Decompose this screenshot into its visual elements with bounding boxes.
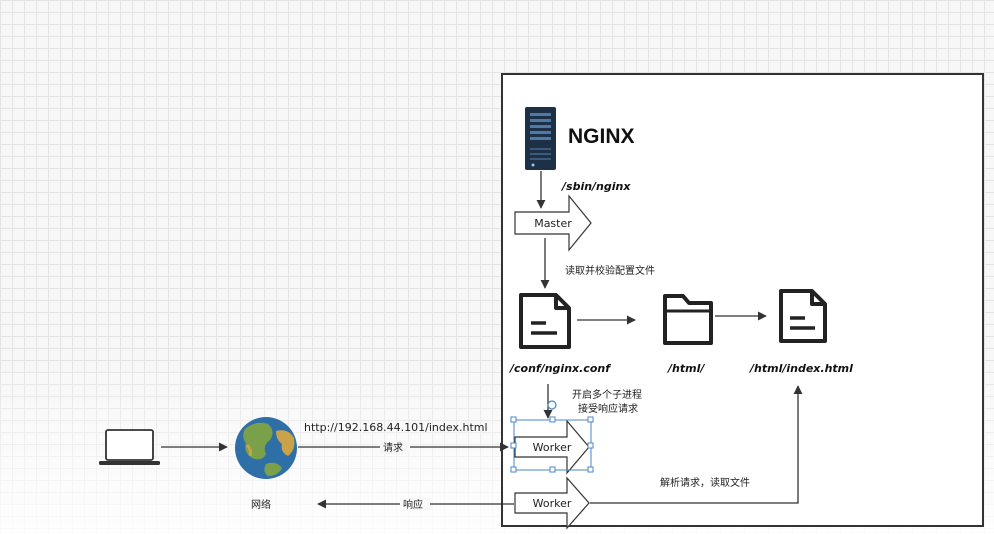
html-folder-icon bbox=[663, 294, 713, 345]
spawn-label-line1: 开启多个子进程 bbox=[572, 388, 642, 401]
read-config-label: 读取并校验配置文件 bbox=[565, 264, 655, 277]
sbin-path-label: /sbin/nginx bbox=[560, 180, 631, 193]
worker-label-1: Worker bbox=[533, 441, 572, 454]
globe-icon bbox=[235, 417, 297, 479]
request-label: 请求 bbox=[383, 441, 403, 454]
spawn-label-line2: 接受响应请求 bbox=[578, 402, 638, 415]
worker-process-shape-1[interactable]: Worker bbox=[514, 419, 590, 475]
nginx-logo: NGINX bbox=[568, 125, 635, 148]
network-label: 网络 bbox=[251, 498, 271, 511]
worker-label-2: Worker bbox=[533, 497, 572, 510]
request-url-label: http://192.168.44.101/index.html bbox=[304, 421, 488, 434]
request-label-bg bbox=[380, 441, 410, 454]
laptop-icon bbox=[99, 429, 160, 465]
selection-handles[interactable] bbox=[510, 400, 594, 473]
worker-process-shape-2: Worker bbox=[514, 476, 590, 530]
index-document-icon bbox=[779, 289, 827, 343]
master-process-shape: Master bbox=[514, 194, 592, 252]
html-dir-label: /html/ bbox=[666, 362, 705, 375]
parse-read-label: 解析请求，读取文件 bbox=[660, 476, 750, 489]
response-label-bg bbox=[400, 498, 430, 511]
master-label: Master bbox=[534, 217, 572, 230]
response-label: 响应 bbox=[403, 498, 423, 511]
server-icon bbox=[525, 107, 556, 170]
index-file-label: /html/index.html bbox=[748, 362, 853, 375]
worker-to-index-arrow bbox=[590, 385, 803, 504]
conf-document-icon bbox=[519, 293, 571, 349]
rotate-handle[interactable] bbox=[547, 400, 557, 410]
conf-path-label: /conf/nginx.conf bbox=[508, 362, 611, 375]
